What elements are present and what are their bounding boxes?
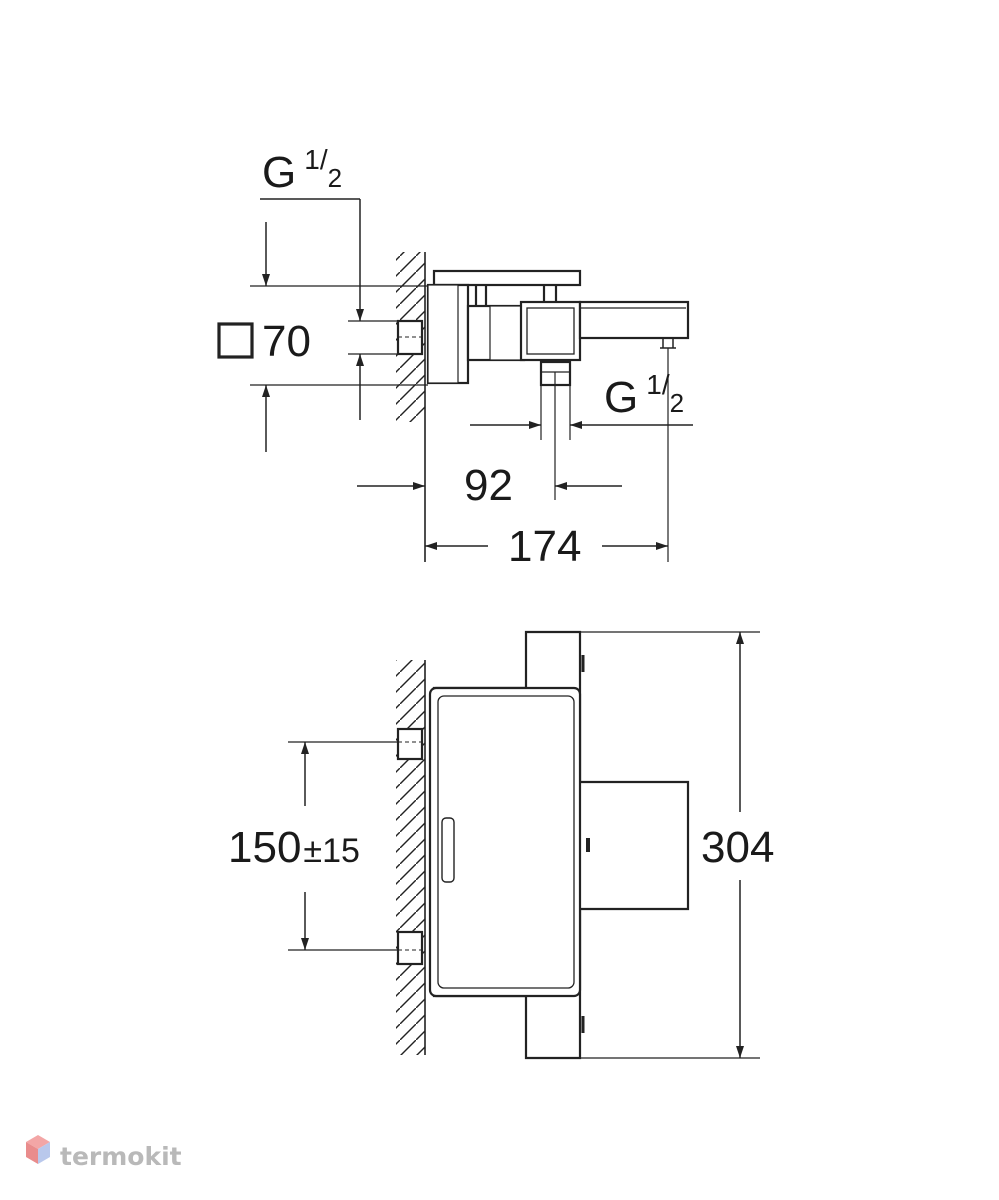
square-size-label: 70 [262, 317, 311, 366]
mixer-body-side [426, 269, 690, 387]
front-inlet-lower [396, 930, 424, 966]
dim-spout-offset [357, 372, 622, 500]
side-view [217, 198, 693, 562]
wall-side [396, 252, 426, 562]
dim-inlet-spacing [288, 741, 398, 951]
termokit-logo: termokit [26, 1135, 182, 1171]
watermark-text: termokit [60, 1142, 182, 1171]
front-inlet-upper [396, 727, 424, 761]
dim-square [250, 222, 428, 452]
overall-depth-label: 174 [508, 522, 581, 571]
overall-height-label: 304 [701, 823, 774, 872]
inlet-spacing-label: 150±15 [228, 823, 360, 872]
side-inlet-connector [396, 319, 424, 356]
cube-logo-icon [26, 1135, 50, 1164]
dim-outlet-thread [470, 385, 693, 440]
dim-overall-height [580, 631, 760, 1059]
square-section-icon [217, 322, 254, 359]
spout-offset-label: 92 [464, 461, 513, 510]
handle-slot [441, 817, 455, 883]
front-view [288, 630, 760, 1060]
dim-overall-depth [425, 348, 669, 562]
wall-front [396, 660, 426, 1055]
dim-inlet-thread [260, 198, 398, 420]
